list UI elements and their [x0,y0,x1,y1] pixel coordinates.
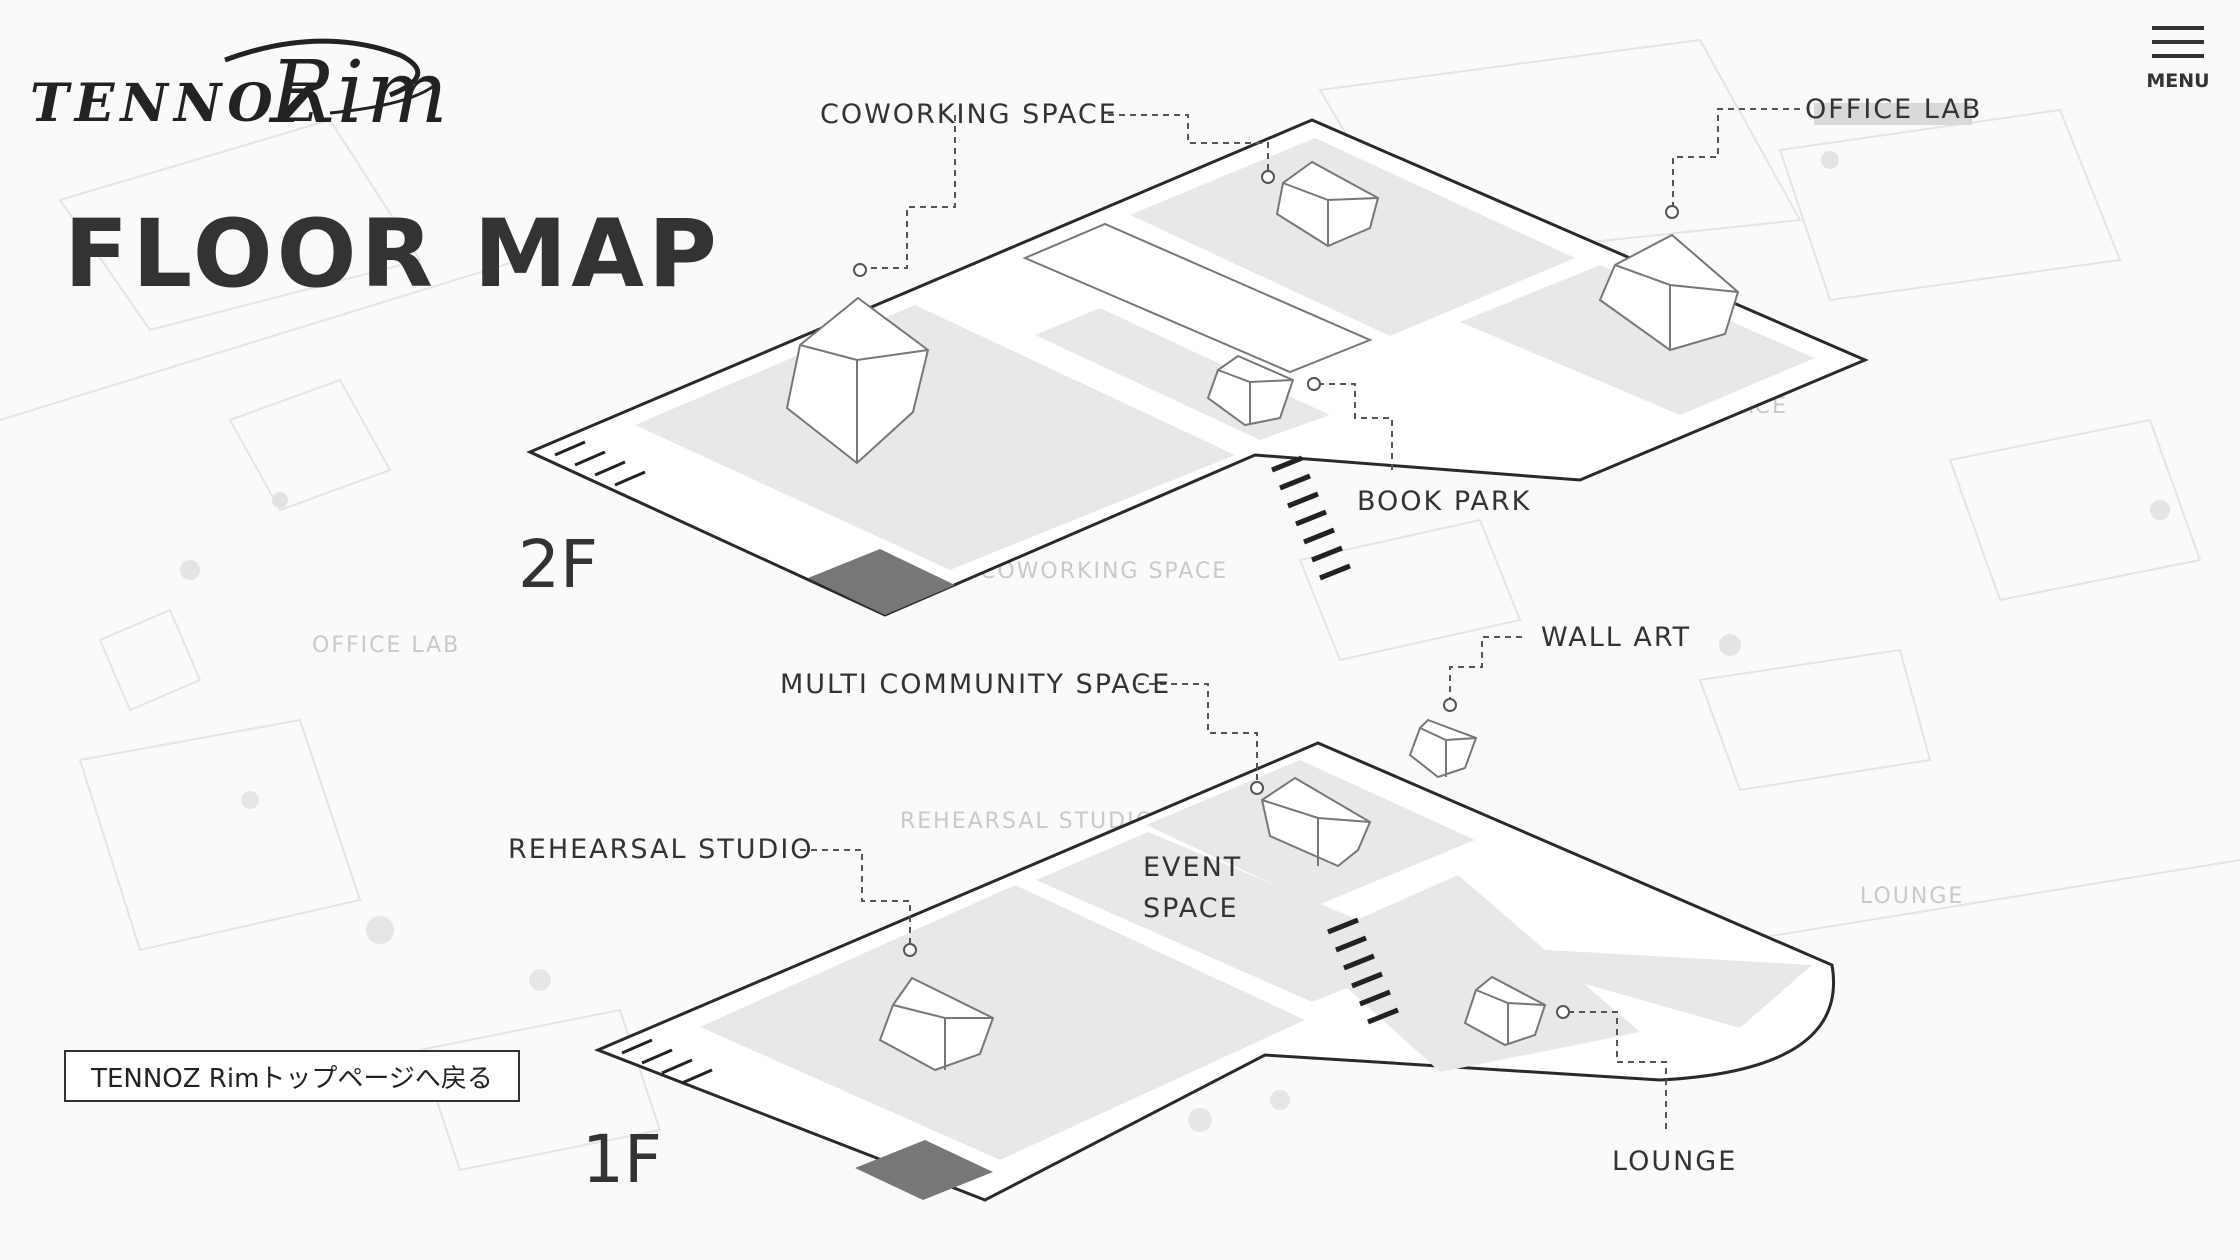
cube-icon [1408,718,1478,779]
leader-dot-icon [1443,698,1457,712]
leader-dot-icon [1665,205,1679,219]
label-multi-community-space[interactable]: MULTI COMMUNITY SPACE [780,669,1171,700]
cube-icon [878,976,995,1072]
label-book-park[interactable]: BOOK PARK [1357,486,1531,517]
stairs-1f [1327,917,1399,1025]
label-coworking-space[interactable]: COWORKING SPACE [820,99,1118,130]
ramp-1f [621,1038,713,1085]
zone-lounge[interactable] [1458,945,1812,1028]
leader-dot-icon [1307,377,1321,391]
page-title: FLOOR MAP [64,200,721,309]
brand-logo[interactable]: TENNOZ Rim [30,25,450,143]
cube-icon [1463,975,1547,1047]
back-to-top-button[interactable]: TENNOZ Rimトップページへ戻る [64,1050,520,1102]
cube-icon [1275,160,1380,248]
menu-button[interactable]: MENU [2130,22,2214,100]
leader-dot-icon [853,263,867,277]
cube-icon [785,296,930,465]
leader-multi-community [1138,683,1258,785]
leader-coworking-right [1108,114,1269,175]
ghost-label-office-lab: OFFICE LAB [312,633,460,658]
leader-wall-art [1449,636,1522,702]
logo-swoosh [224,38,436,115]
label-wall-art[interactable]: WALL ART [1541,622,1691,653]
label-rehearsal-studio[interactable]: REHEARSAL STUDIO [508,834,814,865]
cube-icon [1598,233,1740,352]
zone-rehearsal-studio[interactable] [700,885,1305,1160]
floor-2f[interactable]: 2F COWORKING SPACE OFFICE LAB BOOK PARK [518,94,1982,617]
leader-coworking [862,115,956,269]
cube-icon [1260,776,1372,868]
zone-coworking[interactable] [635,305,1235,570]
floor-1f[interactable]: 1F WALL ART MULTI COMMUNITY SPACE REHEAR… [508,622,1835,1202]
leader-rehearsal [800,849,911,947]
office-lab-highlight [1814,103,1972,125]
leader-dot-icon [1261,170,1275,184]
leader-lounge [1568,1011,1667,1130]
label-office-lab[interactable]: OFFICE LAB [1805,94,1982,125]
ghost-label-lounge: LOUNGE [1860,884,1964,909]
entrance-1f [855,1140,993,1200]
bookshelf-outline [1022,222,1373,374]
entrance-2f [808,549,955,615]
leader-dot-icon [1250,781,1264,795]
zone-event-space-2[interactable] [1300,875,1640,1072]
back-to-top-label: TENNOZ Rimトップページへ戻る [91,1063,493,1094]
floor-label-2f: 2F [518,526,598,603]
zone-office-lab[interactable] [1130,138,1575,336]
logo-wordmark: TENNOZ [30,73,323,134]
label-event-space-line1[interactable]: EVENT [1143,852,1242,883]
label-lounge[interactable]: LOUNGE [1612,1146,1737,1177]
leader-dot-icon [1556,1005,1570,1019]
cube-icon [1206,354,1295,427]
label-event-space-line2[interactable]: SPACE [1143,893,1239,924]
leader-office-lab [1672,108,1800,208]
menu-label: MENU [2146,70,2210,92]
floor-label-1f: 1F [582,1121,662,1198]
stairs-2f [1271,455,1351,581]
leader-dot-icon [903,943,917,957]
ghost-label-coworking: COWORKING SPACE [980,559,1228,584]
leader-book-park [1318,383,1393,472]
logo-rim: Rim [270,43,450,143]
ramp-2f [554,440,646,487]
zone-office-lab-2[interactable] [1460,265,1815,415]
